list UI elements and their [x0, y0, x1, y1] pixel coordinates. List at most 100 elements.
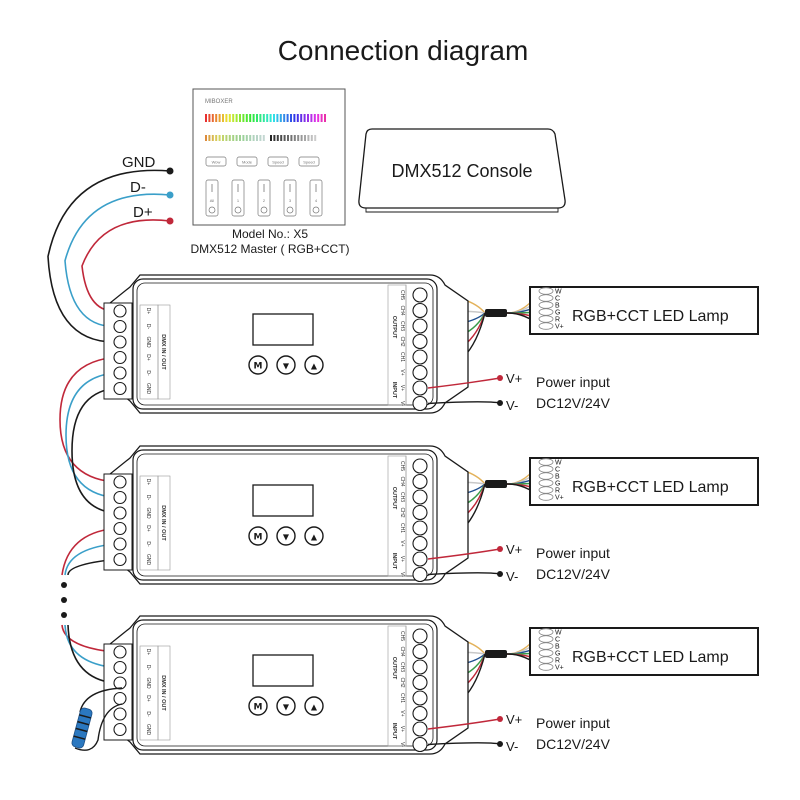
brightness-segment [310, 135, 313, 141]
lamp-label: RGB+CCT LED Lamp [572, 308, 729, 325]
dmx-terminal-screw [113, 304, 127, 318]
cct-segment [252, 135, 255, 141]
mode-button[interactable]: M [248, 696, 268, 716]
io-pin-label: CH3 [399, 321, 405, 331]
cct-segment [262, 135, 265, 141]
zone-button [312, 206, 320, 214]
lamp-pin-label: W [555, 289, 562, 296]
bus-end-dot [166, 217, 174, 225]
io-pin-label: CH2 [399, 336, 405, 346]
rainbow-segment [242, 114, 245, 122]
dmx-pin-label: D- [145, 495, 151, 501]
rainbow-segment [235, 114, 238, 122]
rainbow-segment [296, 114, 299, 122]
dmx512-console: DMX512 Console [358, 128, 566, 213]
up-button[interactable]: ▲ [304, 696, 324, 716]
dmx-header-cell [157, 304, 171, 400]
lamp-pin-label: R [555, 488, 560, 495]
dmx-header-cell [157, 475, 171, 571]
brightness-segment [280, 135, 283, 141]
brightness-segment [314, 135, 317, 141]
rainbow-segment [273, 114, 275, 122]
cct-segment [232, 135, 235, 141]
io-pin-label: V+ [399, 556, 405, 562]
rainbow-segment [232, 114, 235, 122]
dmx-terminal-screw [113, 707, 127, 721]
lamp-pin-label: G [555, 481, 560, 488]
panel-zone-0: All [205, 179, 219, 217]
power-voltage-label: DC12V/24V [536, 395, 611, 411]
rainbow-segment [307, 114, 309, 122]
cct-segment [245, 135, 248, 141]
vminus-terminal-dot [497, 741, 503, 747]
panel-zone-3: 3 [283, 179, 297, 217]
dmx-header-label: DMX IN / OUT [160, 505, 166, 541]
dmx-bus-wire-master [81, 219, 171, 312]
panel-button-frame [267, 156, 289, 167]
cable-sleeve [485, 480, 507, 488]
rainbow-segment [252, 114, 255, 122]
mode-button[interactable]: M [248, 355, 268, 375]
rainbow-segment [286, 114, 289, 122]
rainbow-segment [276, 114, 279, 122]
rainbow-segment [279, 114, 282, 122]
model-number: Model No.: X5 [232, 227, 308, 241]
mode-button-label: M [254, 703, 263, 713]
decoder-inner-frame [132, 449, 438, 581]
io-terminal-screw [412, 566, 428, 583]
down-button-ring [276, 355, 296, 375]
lamp-pin-socket [538, 486, 554, 494]
lamp-pin-socket [538, 649, 554, 657]
panel-button-frame [298, 156, 320, 167]
io-pin-label: V+ [399, 710, 405, 716]
mode-button[interactable]: M [248, 526, 268, 546]
power-input-label: Power input [536, 715, 610, 731]
dmx-terminal-screw [113, 475, 127, 489]
down-button[interactable]: ▼ [276, 696, 296, 716]
rainbow-segment [266, 114, 269, 122]
rainbow-segment [269, 114, 272, 122]
rainbow-segment [239, 114, 241, 122]
dmx-terminal-screw [113, 366, 127, 380]
vminus-terminal-dot [497, 571, 503, 577]
brightness-segment [273, 135, 276, 141]
lamp-pin-label: V+ [555, 495, 564, 502]
zone-button [234, 206, 242, 214]
rainbow-segment [259, 114, 262, 122]
rainbow-segment [324, 114, 326, 122]
down-button[interactable]: ▼ [276, 526, 296, 546]
lamp-pin-label: G [555, 310, 560, 317]
rainbow-segment [310, 114, 313, 122]
io-terminal-screw [412, 364, 428, 381]
dmx-pin-label: GND [145, 554, 151, 566]
decoder-inner-frame [132, 619, 438, 751]
cct-segment [218, 135, 221, 141]
io-terminal-screw [412, 674, 428, 691]
decoder-unit-1: DMX IN / OUTD+D-GNDD+D-GNDM▼▲OUTPUTINPUT… [103, 274, 469, 414]
gnd-label: GND [122, 154, 156, 171]
rainbow-segment [320, 114, 323, 122]
vminus-wire [427, 742, 501, 746]
up-button[interactable]: ▲ [304, 526, 324, 546]
dmx-terminal-screw [113, 490, 127, 505]
rainbow-segment [317, 114, 320, 122]
io-pin-label: CH5 [399, 461, 405, 471]
dmx-pin-label: D- [145, 541, 151, 547]
down-button[interactable]: ▼ [276, 355, 296, 375]
brightness-segment [297, 135, 300, 141]
brightness-segment [287, 135, 289, 141]
cct-segment [256, 135, 258, 141]
mode-button-ring [248, 696, 268, 716]
panel-button-label: Speed [303, 160, 315, 165]
cct-segment [239, 135, 241, 141]
rainbow-segment [228, 114, 231, 122]
zone-label: 4 [315, 198, 318, 203]
dmx-daisy-chain-wire [59, 356, 115, 483]
up-button[interactable]: ▲ [304, 355, 324, 375]
up-button-label: ▲ [311, 362, 318, 371]
io-pin-label: V+ [399, 369, 405, 375]
io-terminal-screw [412, 287, 428, 303]
zone-frame [231, 179, 245, 217]
